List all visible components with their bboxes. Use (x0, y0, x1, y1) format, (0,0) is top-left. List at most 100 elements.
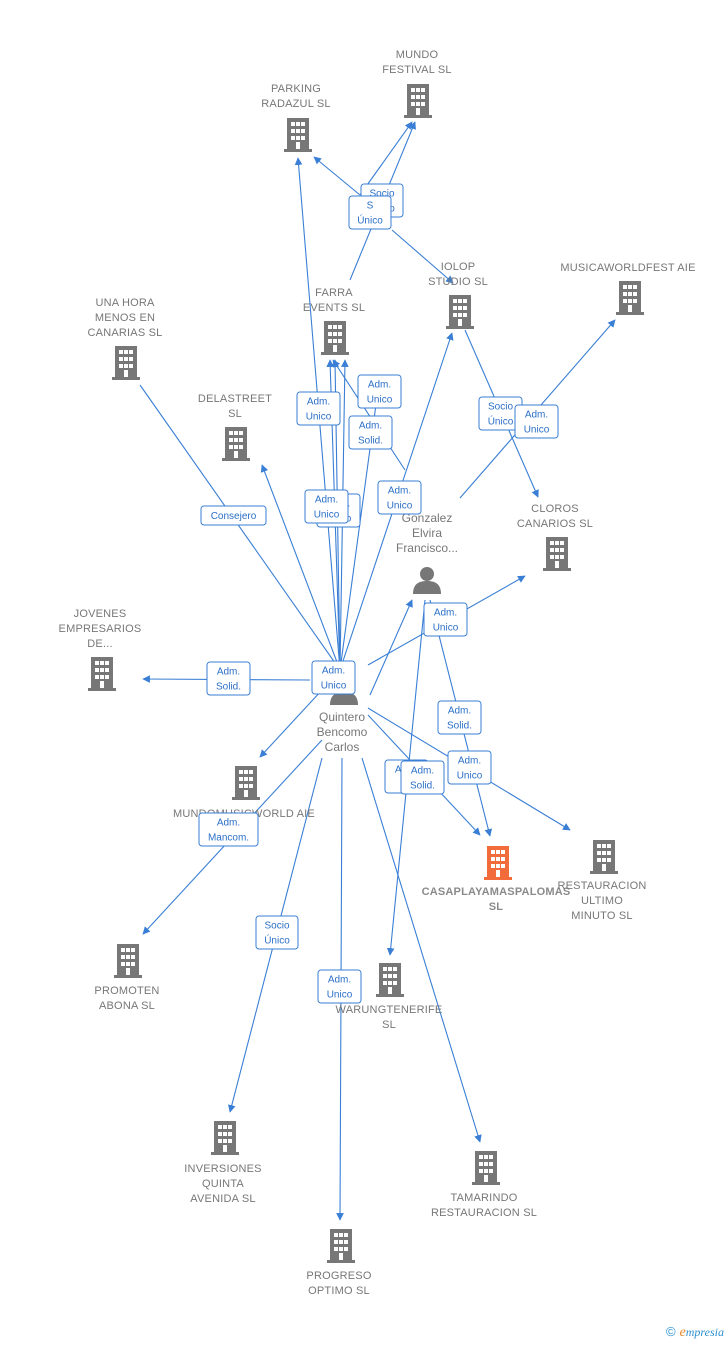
relation-box (377, 480, 422, 515)
relation-label-r18[interactable]: Adm.Solid. (400, 760, 445, 795)
company-label: INVERSIONES (184, 1163, 261, 1175)
company-node-mundomusic[interactable]: MUNDOMUSICWORLD AIE (173, 766, 315, 820)
company-label: FARRA (315, 287, 353, 299)
relation-text: Adm. (217, 818, 240, 829)
company-node-musicaworldfest[interactable]: MUSICAWORLDFEST AIE (560, 262, 695, 315)
company-node-jovenes[interactable]: JOVENESEMPRESARIOSDE... (59, 608, 142, 691)
relation-label-r4[interactable]: Adm.Unico (296, 391, 341, 426)
relation-text: Adm. (328, 975, 351, 986)
relation-box (311, 660, 356, 695)
relation-text: Socio (264, 921, 289, 932)
brand-logo-text[interactable]: mpresia (685, 1325, 724, 1339)
company-label: PROGRESO (306, 1270, 371, 1282)
relation-text: Consejero (211, 511, 257, 522)
building-icon (284, 118, 312, 152)
relation-text: Unico (327, 990, 353, 1001)
relation-text: Socio (369, 189, 394, 200)
relation-box (206, 661, 251, 696)
person-label: Elvira (412, 526, 442, 540)
relation-box (296, 391, 341, 426)
company-node-inversiones[interactable]: INVERSIONES QUINTA AVENIDA SL (184, 1121, 261, 1205)
relation-box (357, 374, 402, 409)
building-icon (327, 1229, 355, 1263)
company-node-tamarindo[interactable]: TAMARINDO RESTAURACION SL (431, 1151, 537, 1219)
relation-text: Adm. (217, 667, 240, 678)
relation-box (447, 750, 492, 785)
person-label: Carlos (325, 740, 360, 754)
relationship-edge (259, 689, 323, 758)
relation-label-r5[interactable]: Adm.Solid. (348, 415, 393, 450)
relation-box (200, 505, 267, 526)
company-node-cloros[interactable]: CLOROS CANARIOS SL (517, 503, 593, 571)
company-label: CANARIOS SL (517, 518, 593, 530)
relation-text: Adm. (359, 421, 382, 432)
relation-label-r16[interactable]: Adm.Mancom. (198, 812, 259, 847)
relation-text: Adm. (307, 397, 330, 408)
relation-label-r11[interactable]: Adm.Unico (304, 489, 349, 524)
company-label: CLOROS (531, 503, 579, 515)
brand-footer: ©empresia (666, 1324, 724, 1341)
company-label: RESTAURACION (558, 880, 647, 892)
relation-text: Adm. (448, 706, 471, 717)
relation-box (304, 489, 349, 524)
company-label: CASAPLAYAMASPALOMAS (422, 886, 571, 898)
relation-text: Adm. (458, 756, 481, 767)
relationship-edge (332, 359, 406, 471)
building-icon (114, 944, 142, 978)
company-label: TAMARINDO (451, 1192, 518, 1204)
relation-label-r9[interactable]: Adm.Unico (377, 480, 422, 515)
company-label: RESTAURACION SL (431, 1207, 537, 1219)
relation-label-r8[interactable]: Consejero (200, 505, 267, 526)
relation-box (514, 404, 559, 439)
relation-box (437, 700, 482, 735)
company-label: MUSICAWORLDFEST AIE (560, 262, 695, 274)
brand-logo-e[interactable]: e (679, 1325, 686, 1340)
relation-text: Adm. (434, 608, 457, 619)
building-icon (112, 346, 140, 380)
relation-label-r15[interactable]: Adm.Unico (423, 602, 468, 637)
relation-text: Adm. (525, 410, 548, 421)
company-label: CANARIAS SL (88, 327, 163, 339)
company-label: IOLOP (441, 261, 476, 273)
relation-text: Solid. (216, 682, 241, 693)
relation-box (198, 812, 259, 847)
person-label: Bencomo (317, 725, 368, 739)
relation-label-r14[interactable]: Adm.Solid. (437, 700, 482, 735)
person-node-gonzalez[interactable]: GonzalezElviraFrancisco... (396, 511, 458, 594)
relation-box (317, 969, 362, 1004)
company-label: AVENIDA SL (190, 1193, 255, 1205)
relation-text: Unico (314, 510, 340, 521)
company-label: ULTIMO (581, 895, 623, 907)
relation-label-r12[interactable]: Adm. Solid. (206, 661, 251, 696)
relation-text: Adm. (322, 666, 345, 677)
copyright-icon: © (665, 1324, 676, 1339)
relation-label-r21[interactable]: Adm. Unico (317, 969, 362, 1004)
relationship-edge (369, 599, 413, 696)
relation-box (348, 415, 393, 450)
relationship-edge (359, 121, 413, 196)
building-icon (321, 321, 349, 355)
relation-label-r7[interactable]: Adm.Unico (514, 404, 559, 439)
building-icon (211, 1121, 239, 1155)
building-icon (232, 766, 260, 800)
relation-label-r3[interactable]: Adm.Unico (357, 374, 402, 409)
relation-label-r13[interactable]: Adm.Unico (311, 660, 356, 695)
relation-label-r20[interactable]: Adm.Unico (447, 750, 492, 785)
company-label: QUINTA (202, 1178, 244, 1190)
